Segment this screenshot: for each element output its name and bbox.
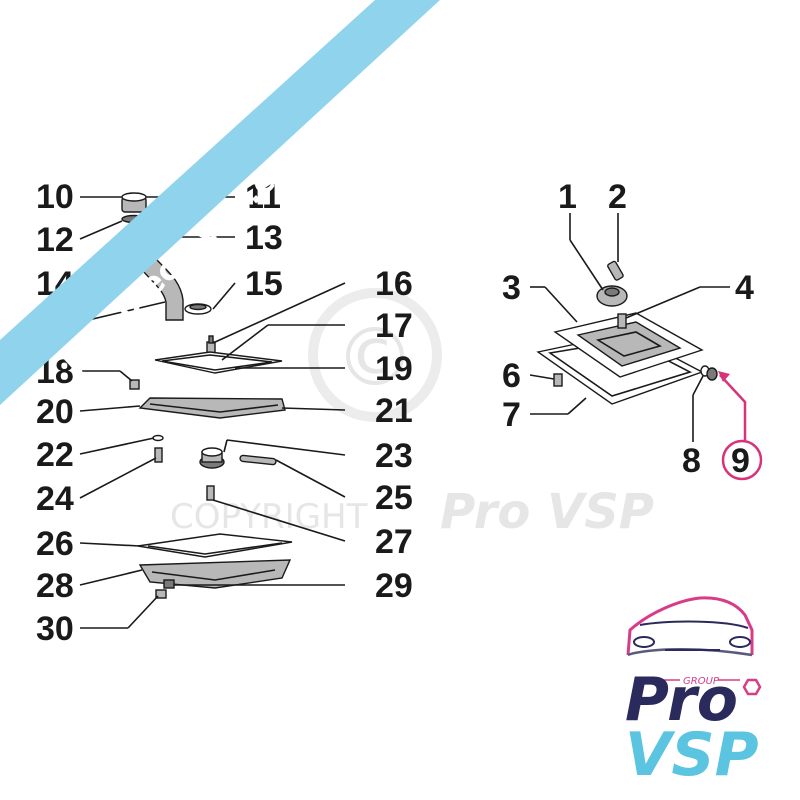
right-leader-lines (529, 213, 730, 442)
callout-12: 12 (36, 221, 74, 259)
callout-20: 20 (36, 393, 74, 431)
callout-25: 25 (375, 479, 413, 517)
pro-vsp-logo: GROUP Pro VSP (625, 596, 762, 790)
callout-4: 4 (735, 269, 754, 307)
part-2-plug (607, 260, 624, 281)
callout-15: 15 (245, 265, 283, 303)
callout-23: 23 (375, 437, 413, 475)
right-callout-numbers: 1 2 3 4 6 7 8 9 (502, 178, 754, 480)
callout-11: 11 (245, 178, 281, 216)
small-nut (129, 379, 140, 390)
copyright-watermark: © COPYRIGHT Pro VSP (170, 288, 654, 540)
drain-plug (163, 579, 175, 589)
logo-group-label: GROUP (683, 676, 720, 687)
callout-2: 2 (608, 178, 627, 216)
callout-17: 17 (375, 307, 413, 345)
right-assembly-parts (536, 260, 718, 405)
callout-26: 26 (36, 525, 74, 563)
bolt-25 (206, 485, 215, 501)
callout-13: 13 (245, 219, 283, 257)
pro-vsp-watermark-text: Pro VSP (440, 484, 654, 540)
part-6-bolt (553, 373, 563, 387)
part-9-nut (706, 367, 718, 381)
callout-10: 10 (36, 178, 74, 216)
callout-7: 7 (502, 396, 521, 434)
washer (152, 434, 164, 442)
callout-1: 1 (558, 178, 577, 216)
hose-clamp (184, 303, 212, 315)
callout-8: 8 (682, 442, 701, 480)
left-callout-numbers: 10 12 14 31 18 20 22 24 26 28 30 11 13 1… (36, 178, 413, 648)
oil-level-sensor (206, 335, 216, 354)
callout-30: 30 (36, 610, 74, 648)
part-4-stud (617, 313, 627, 329)
callout-24: 24 (36, 480, 74, 518)
logo-vsp-text: VSP (625, 720, 759, 790)
bolt-24 (154, 447, 163, 463)
lower-gasket (137, 533, 293, 558)
car-outline-icon (626, 596, 754, 657)
callout-19: 19 (375, 350, 413, 388)
part-1-cap (596, 285, 628, 307)
logo-pro-text: Pro (625, 665, 738, 735)
highlight-part-9 (718, 371, 763, 481)
callout-27: 27 (375, 523, 413, 561)
plug-30 (155, 589, 167, 599)
callout-28: 28 (36, 567, 74, 605)
hexagon-icon (742, 678, 762, 696)
callout-9: 9 (731, 442, 750, 480)
callout-6: 6 (502, 357, 521, 395)
oil-pickup-pipe (239, 454, 277, 466)
copyright-symbol: © (335, 311, 415, 404)
callout-21: 21 (375, 392, 413, 430)
callout-22: 22 (36, 436, 74, 474)
oil-pan-upper (138, 397, 286, 419)
callout-16: 16 (375, 265, 413, 303)
oil-pan-lower (138, 559, 292, 589)
oil-pump-screen (199, 447, 225, 469)
callout-29: 29 (375, 567, 413, 605)
oil-filler-cap (121, 192, 147, 213)
callout-3: 3 (502, 269, 521, 307)
